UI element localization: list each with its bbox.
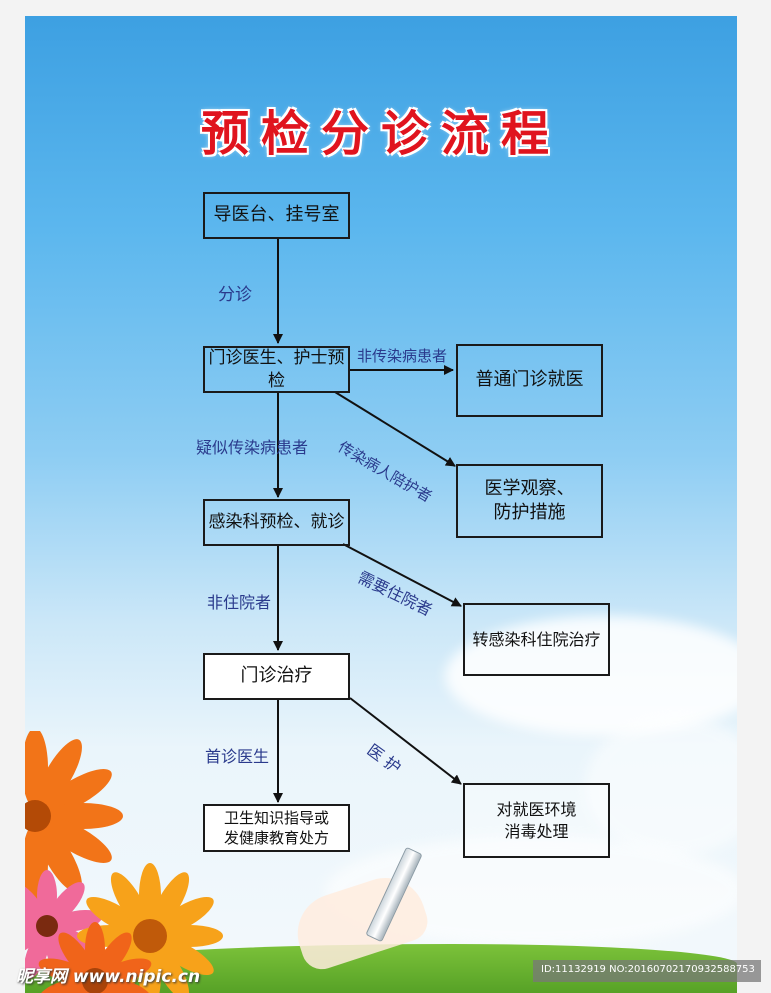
page-title: 预检分诊流程 xyxy=(200,106,561,162)
box-health-guidance: 卫生知识指导或 发健康教育处方 xyxy=(203,804,350,852)
label-triage: 分诊 xyxy=(218,285,252,305)
box-transfer-ward: 转感染科住院治疗 xyxy=(463,603,610,676)
label-non-hospital: 非住院者 xyxy=(207,593,272,612)
watermark-bar xyxy=(533,960,761,982)
arrow-precheck-to-observation xyxy=(334,391,456,467)
poster: 预检分诊流程 导医台、挂号室 门诊医生、护士预检 普通门诊就医 医学观察、 防护… xyxy=(25,16,737,993)
flowers-illustration xyxy=(25,731,223,993)
box-disinfection: 对就医环境 消毒处理 xyxy=(463,783,610,858)
box-ordinary-visit: 普通门诊就医 xyxy=(456,344,603,417)
box-outpatient-treatment: 门诊治疗 xyxy=(203,653,350,700)
label-first-doctor: 首诊医生 xyxy=(205,747,270,766)
watermark-site: 昵享网 www.nipic.cn xyxy=(16,967,201,987)
flow-arrows xyxy=(273,238,462,803)
label-suspected: 疑似传染病患者 xyxy=(196,438,309,457)
label-non-infectious: 非传染病患者 xyxy=(357,347,448,365)
arrow-treatment-to-disinfection xyxy=(349,697,462,785)
arrow-infection-to-transfer xyxy=(342,543,462,607)
box-observation: 医学观察、 防护措施 xyxy=(456,464,603,538)
box-outpatient-precheck: 门诊医生、护士预检 xyxy=(203,346,350,393)
box-infection-dept: 感染科预检、就诊 xyxy=(203,499,350,546)
box-guide-desk: 导医台、挂号室 xyxy=(203,192,350,239)
cloud xyxy=(585,716,737,856)
watermark-id: ID:11132919 NO:20160702170932588753 xyxy=(541,964,755,975)
